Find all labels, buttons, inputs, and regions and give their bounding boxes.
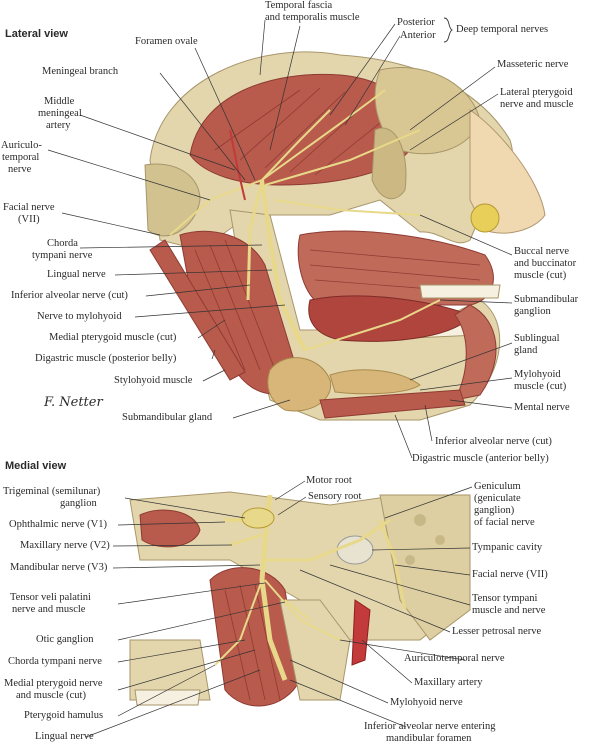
- mastoid: [144, 163, 201, 237]
- palate-teeth: [129, 639, 211, 701]
- label-maxillary-artery: Maxillary artery: [414, 677, 483, 688]
- label-sublingual-2: gland: [514, 345, 538, 356]
- label-middle-meningeal-1: Middle: [44, 96, 75, 107]
- label-geniculum-4: of facial nerve: [474, 517, 535, 528]
- label-lingual-medial: Lingual nerve: [35, 731, 94, 742]
- label-digastric-ant: Digastric muscle (anterior belly): [412, 453, 549, 464]
- deep-temporal-brace: [443, 17, 454, 43]
- label-otic: Otic ganglion: [36, 634, 94, 645]
- digastric-posterior: [149, 239, 246, 381]
- nose: [469, 109, 546, 234]
- mandible-ramus: [279, 599, 351, 701]
- label-medial-pterygoid-1: Medial pterygoid nerve: [4, 678, 103, 689]
- label-chorda-medial: Chorda tympani nerve: [8, 656, 102, 667]
- label-masseteric: Masseteric nerve: [497, 59, 569, 70]
- digastric-anterior: [319, 389, 466, 419]
- nasal-fat: [470, 203, 500, 233]
- sphenoid-sinus: [139, 509, 201, 548]
- label-tensor-veli-1: Tensor veli palatini: [10, 592, 91, 603]
- label-geniculum-1: Geniculum: [474, 481, 521, 492]
- label-auriculotemporal-medial: Auriculotemporal nerve: [404, 653, 505, 664]
- label-mylohyoid-muscle-1: Mylohyoid: [514, 369, 561, 380]
- label-tensor-tympani-1: Tensor tympani: [472, 593, 538, 604]
- orbit-region: [374, 66, 481, 155]
- netter-signature: F. Netter: [44, 395, 103, 410]
- label-facial-1: Facial nerve: [3, 202, 55, 213]
- label-inf-alveolar-medial-2: mandibular foramen: [386, 733, 472, 744]
- label-lat-pterygoid-1: Lateral pterygoid: [500, 87, 573, 98]
- label-tympanic: Tympanic cavity: [472, 542, 543, 553]
- leader-lines: [47, 19, 513, 738]
- label-ophthalmic: Ophthalmic nerve (V1): [9, 519, 107, 530]
- tongue: [308, 295, 471, 342]
- middle-meningeal-artery: [229, 129, 246, 201]
- label-auriculotemporal-1: Auriculo-: [1, 140, 42, 151]
- upper-teeth: [419, 284, 501, 299]
- label-sensory-root: Sensory root: [308, 491, 362, 502]
- label-nerve-to-mylohyoid: Nerve to mylohyoid: [37, 311, 122, 322]
- label-auriculotemporal-2: temporal: [2, 152, 40, 163]
- label-geniculum-3: ganglion): [474, 505, 515, 516]
- label-submandibular-gland: Submandibular gland: [122, 412, 213, 423]
- sublingual-gland-shape: [329, 369, 421, 395]
- label-posterior: Posterior: [397, 17, 435, 28]
- label-medial-pterygoid-2: and muscle (cut): [16, 690, 86, 701]
- label-maxillary-nerve: Maxillary nerve (V2): [20, 540, 110, 551]
- label-lat-pterygoid-2: nerve and muscle: [500, 99, 574, 110]
- label-mandibular: Mandibular nerve (V3): [10, 562, 108, 573]
- label-submandibular-ganglion-1: Submandibular: [514, 294, 579, 305]
- label-submandibular-ganglion-2: ganglion: [514, 306, 551, 317]
- label-foramen-ovale: Foramen ovale: [135, 36, 198, 47]
- label-geniculum-2: (geniculate: [474, 493, 521, 504]
- label-buccal-3: muscle (cut): [514, 270, 567, 281]
- label-chorda-1: Chorda: [47, 238, 78, 249]
- trigeminal-ganglion-shape: [241, 507, 275, 529]
- chin: [454, 304, 497, 401]
- label-digastric-post: Digastric muscle (posterior belly): [35, 353, 177, 364]
- label-motor-root: Motor root: [306, 475, 352, 486]
- label-temporal-fascia: Temporal fascia: [265, 0, 333, 11]
- label-middle-meningeal-3: artery: [46, 120, 71, 131]
- label-inf-alveolar: Inferior alveolar nerve (cut): [11, 290, 128, 301]
- label-deep-temporal: Deep temporal nerves: [456, 24, 549, 35]
- label-auriculotemporal-3: nerve: [8, 164, 32, 175]
- label-trigeminal-2: ganglion: [60, 498, 97, 509]
- label-facial-medial: Facial nerve (VII): [472, 569, 548, 580]
- temporal-bone: [379, 494, 471, 641]
- label-meningeal-branch: Meningeal branch: [42, 66, 119, 77]
- label-inf-alveolar-medial-1: Inferior alveolar nerve entering: [364, 721, 496, 732]
- label-buccal-1: Buccal nerve: [514, 246, 570, 257]
- label-mental: Mental nerve: [514, 402, 570, 413]
- label-stylohyoid: Stylohyoid muscle: [114, 375, 193, 386]
- label-sublingual-1: Sublingual: [514, 333, 560, 344]
- label-middle-meningeal-2: meningeal: [38, 108, 82, 119]
- label-mylohyoid-medial: Mylohyoid nerve: [390, 697, 463, 708]
- label-facial-2: (VII): [18, 214, 40, 225]
- label-lingual: Lingual nerve: [47, 269, 106, 280]
- label-medial-pterygoid: Medial pterygoid muscle (cut): [49, 332, 177, 343]
- label-inf-alveolar-2: Inferior alveolar nerve (cut): [435, 436, 552, 447]
- medial-skull-drawing: [129, 491, 471, 707]
- label-tensor-veli-2: nerve and muscle: [12, 604, 86, 615]
- maxillary-artery-shape: [351, 599, 371, 666]
- maxillary-sinus: [371, 127, 407, 200]
- lateral-nerves: [169, 89, 441, 351]
- lateral-view-title: Lateral view: [5, 28, 68, 40]
- lateral-skull-drawing: [144, 51, 546, 421]
- label-anterior: Anterior: [400, 30, 436, 41]
- label-lesser-petrosal: Lesser petrosal nerve: [452, 626, 542, 637]
- label-tensor-tympani-2: muscle and nerve: [472, 605, 546, 616]
- label-mylohyoid-muscle-2: muscle (cut): [514, 381, 567, 392]
- label-trigeminal-1: Trigeminal (semilunar): [3, 486, 101, 497]
- label-chorda-2: tympani nerve: [32, 250, 93, 261]
- label-pterygoid-hamulus: Pterygoid hamulus: [24, 710, 104, 721]
- label-temporalis: and temporalis muscle: [265, 12, 360, 23]
- tympanic-cavity-shape: [336, 535, 374, 565]
- medial-view-title: Medial view: [5, 460, 67, 472]
- label-buccal-2: and buccinator: [514, 258, 577, 269]
